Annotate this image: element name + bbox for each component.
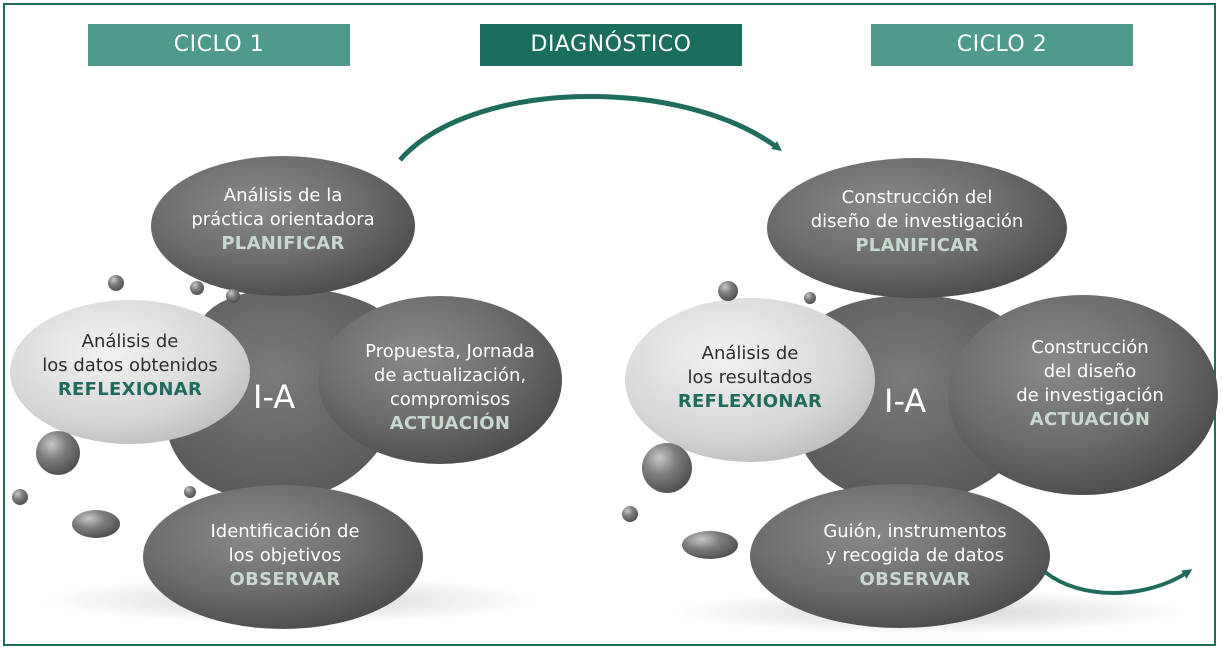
cycle-1-reflexionar-keyword: REFLEXIONAR	[57, 379, 203, 400]
cycle-1-actuacion-line2: de actualización,	[373, 365, 527, 386]
cycle-1-reflexionar-bubble	[10, 300, 250, 444]
cycle-1-planificar-bubble	[151, 156, 415, 296]
cycle-1-droplet	[184, 486, 196, 498]
continuation-arrow	[1043, 569, 1193, 595]
cycle-1-droplet	[108, 275, 124, 291]
cycle-1-droplet	[226, 289, 240, 303]
cycle-2-droplet	[804, 292, 816, 304]
cycle-2-group	[622, 158, 1218, 634]
cycle-1-reflexionar-line2: los datos obtenidos	[42, 355, 218, 376]
cycle-1-actuacion-line3: compromisos	[389, 389, 511, 410]
cycle-2-observar-line2: y recogida de datos	[825, 545, 1005, 566]
cycle-2-reflexionar-line1: Análisis de	[701, 343, 799, 364]
cycle-2-droplet	[682, 531, 738, 559]
cycle-1-planificar-line1: Análisis de la	[223, 185, 343, 206]
cycle-1-planificar-label: Análisis de la práctica orientadora PLAN…	[160, 184, 406, 256]
cycle-2-planificar-line2: diseño de investigación	[810, 211, 1024, 232]
cycle-2-actuacion-label: Construcción del diseño de investigación…	[990, 336, 1190, 432]
cycle-2-actuacion-line3: de investigación	[1016, 385, 1164, 406]
cycle-1-group	[10, 156, 562, 629]
cycle-2-actuacion-line1: Construcción	[1031, 337, 1149, 358]
cycle-1-actuacion-line1: Propuesta, Jornada	[365, 341, 535, 362]
cycle-1-droplet	[190, 281, 204, 295]
cycle-2-actuacion-keyword: ACTUACIÓN	[1029, 409, 1151, 430]
cycle-1-droplet	[12, 489, 28, 505]
cycle-1-actuacion-label: Propuesta, Jornada de actualización, com…	[340, 340, 560, 436]
cycle-1-planificar-line2: práctica orientadora	[191, 209, 375, 230]
header-ciclo-1: CICLO 1	[88, 24, 350, 66]
cycle-1-planificar-keyword: PLANIFICAR	[221, 233, 345, 254]
cycle-2-planificar-line1: Construcción del	[841, 187, 993, 208]
cycle-2-reflexionar-keyword: REFLEXIONAR	[677, 391, 823, 412]
cycle-1-observar-keyword: OBSERVAR	[229, 569, 341, 590]
cycle-2-droplet	[718, 281, 738, 301]
cycle-2-actuacion-line2: del diseño	[1043, 361, 1137, 382]
cycle-2-observar-bubble	[750, 484, 1050, 628]
cycle-1-actuacion-keyword: ACTUACIÓN	[389, 413, 511, 434]
cycle-2-center-label: I-A	[884, 382, 927, 420]
cycle-2-planificar-keyword: PLANIFICAR	[855, 235, 979, 256]
cycle-1-observar-line1: Identificación de	[210, 521, 360, 542]
cycle-1-observar-bubble	[143, 485, 423, 629]
cycle-2-observar-label: Guión, instrumentos y recogida de datos …	[790, 520, 1040, 592]
cycle-2-reflexionar-label: Análisis de los resultados REFLEXIONAR	[650, 342, 850, 414]
cycle-2-droplet	[642, 443, 692, 493]
cycle-1-reflexionar-label: Análisis de los datos obtenidos REFLEXIO…	[20, 330, 240, 402]
cycle-2-observar-line1: Guión, instrumentos	[823, 521, 1007, 542]
cycle-2-planificar-label: Construcción del diseño de investigación…	[782, 186, 1052, 258]
cycle-2-actuacion-bubble	[948, 295, 1218, 495]
cycle-1-center-label: I-A	[253, 378, 296, 416]
cycle-1-actuacion-bubble	[318, 296, 562, 464]
cycle-2-droplet	[622, 506, 638, 522]
header-diagnostico: DIAGNÓSTICO	[480, 24, 742, 66]
cycle-1-reflexionar-line1: Análisis de	[81, 331, 179, 352]
cycle-1-observar-line2: los objetivos	[228, 545, 342, 566]
cycle-1-droplet	[36, 431, 80, 475]
cycle-2-observar-keyword: OBSERVAR	[859, 569, 971, 590]
cycle-2-planificar-bubble	[767, 158, 1067, 298]
cycle-1-observar-label: Identificación de los objetivos OBSERVAR	[170, 520, 400, 592]
header-ciclo-2: CICLO 2	[871, 24, 1133, 66]
cycle-transition-arrow	[398, 93, 783, 162]
cycle-1-droplet	[72, 510, 120, 538]
cycle-2-reflexionar-bubble	[625, 298, 875, 462]
cycle-2-reflexionar-line2: los resultados	[687, 367, 813, 388]
